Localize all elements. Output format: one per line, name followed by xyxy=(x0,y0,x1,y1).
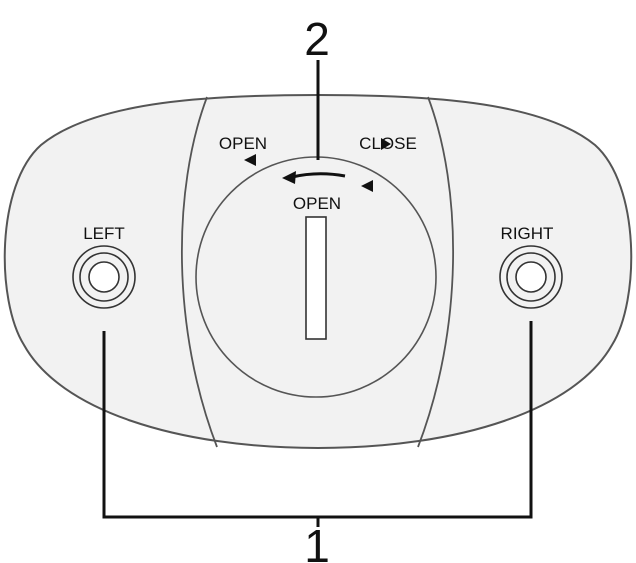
open-upper-label: OPEN xyxy=(219,134,267,153)
rotation-arrowhead-icon xyxy=(282,171,296,184)
rotation-arc xyxy=(291,172,346,179)
close-arrow-icon xyxy=(381,138,391,150)
open-center-label: OPEN xyxy=(293,194,341,213)
callout-2-number: 2 xyxy=(304,13,330,65)
open-arrow-icon xyxy=(244,154,256,166)
center-band xyxy=(181,96,454,448)
right-button[interactable] xyxy=(499,245,563,309)
callout-1-number: 1 xyxy=(304,520,330,563)
right-label: RIGHT xyxy=(501,224,554,243)
callout-1-bracket xyxy=(102,321,533,527)
left-button[interactable] xyxy=(72,245,136,309)
key-slot xyxy=(305,216,327,340)
left-label: LEFT xyxy=(83,224,125,243)
rotate-arrow-icon xyxy=(361,180,373,192)
